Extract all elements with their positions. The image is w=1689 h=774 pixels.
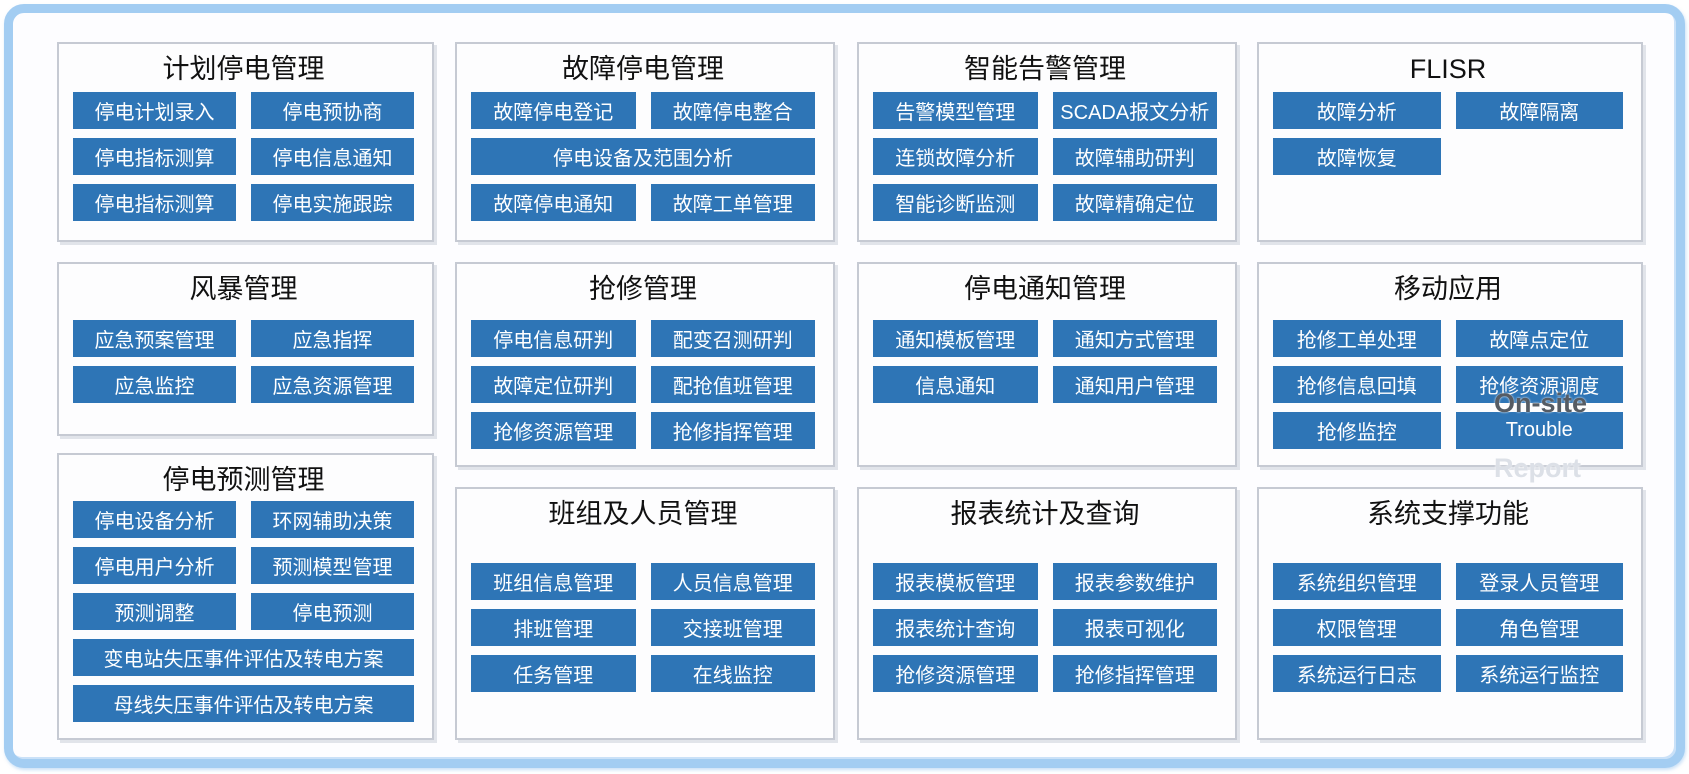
- module-button[interactable]: 预测模型管理: [251, 547, 414, 584]
- module-button[interactable]: 报表统计查询: [873, 609, 1038, 646]
- module-button[interactable]: 应急资源管理: [251, 366, 414, 403]
- module-button[interactable]: 报表模板管理: [873, 563, 1038, 600]
- panel-title: 抢修管理: [589, 274, 697, 304]
- module-button[interactable]: 停电设备分析: [73, 501, 236, 538]
- panel-title: 智能告警管理: [964, 54, 1126, 84]
- module-button[interactable]: 系统组织管理: [1273, 563, 1441, 600]
- module-button[interactable]: 故障停电整合: [650, 92, 815, 129]
- module-button[interactable]: 故障分析: [1273, 92, 1441, 129]
- module-button[interactable]: 告警模型管理: [873, 92, 1038, 129]
- module-button[interactable]: 停电指标测算: [73, 138, 236, 175]
- panel-planned-outage-management: 计划停电管理停电计划录入停电预协商停电指标测算停电信息通知停电指标测算停电实施跟…: [57, 42, 434, 242]
- module-button[interactable]: 故障定位研判: [471, 366, 636, 403]
- module-button[interactable]: 登录人员管理: [1455, 563, 1623, 600]
- panel-title: 计划停电管理: [162, 54, 325, 84]
- module-button[interactable]: 抢修指挥管理: [1052, 655, 1217, 692]
- module-button[interactable]: 停电信息通知: [251, 138, 414, 175]
- module-button[interactable]: 抢修资源管理: [471, 412, 636, 449]
- panel-storm-management: 风暴管理应急预案管理应急指挥应急监控应急资源管理: [57, 262, 434, 436]
- panel-title: 班组及人员管理: [548, 499, 738, 529]
- module-button[interactable]: 母线失压事件评估及转电方案: [73, 685, 414, 722]
- module-button[interactable]: 抢修资源管理: [873, 655, 1038, 692]
- module-button[interactable]: 角色管理: [1455, 609, 1623, 646]
- panel-title: 停电预测管理: [162, 465, 325, 495]
- module-button[interactable]: 报表可视化: [1052, 609, 1217, 646]
- panel-title: 系统支撑功能: [1367, 499, 1529, 529]
- module-button[interactable]: 停电预测: [251, 593, 414, 630]
- module-button[interactable]: 在线监控: [650, 655, 815, 692]
- module-button[interactable]: 应急监控: [73, 366, 236, 403]
- module-button[interactable]: 环网辅助决策: [251, 501, 414, 538]
- module-button[interactable]: 通知用户管理: [1052, 366, 1217, 403]
- panel-mobile-application: 移动应用抢修工单处理故障点定位抢修信息回填抢修资源调度抢修监控 Trouble: [1257, 262, 1643, 467]
- panel-title: FLISR: [1409, 54, 1487, 84]
- module-button[interactable]: 权限管理: [1273, 609, 1441, 646]
- module-button[interactable]: 抢修监控: [1273, 412, 1441, 449]
- module-button[interactable]: 人员信息管理: [650, 563, 815, 600]
- panel-title: 移动应用: [1394, 274, 1502, 304]
- module-button[interactable]: SCADA报文分析: [1052, 92, 1217, 129]
- module-button[interactable]: Trouble: [1455, 412, 1623, 449]
- module-button[interactable]: 停电预协商: [251, 92, 414, 129]
- panel-title: 停电通知管理: [964, 274, 1126, 304]
- module-button[interactable]: 配抢值班管理: [650, 366, 815, 403]
- module-button[interactable]: 应急预案管理: [73, 320, 236, 357]
- module-button[interactable]: 信息通知: [873, 366, 1038, 403]
- module-button[interactable]: 停电计划录入: [73, 92, 236, 129]
- panel-system-support-functions: 系统支撑功能系统组织管理登录人员管理权限管理角色管理系统运行日志系统运行监控: [1257, 487, 1643, 740]
- panel-flisr: FLISR 故障分析故障隔离故障恢复: [1257, 42, 1643, 242]
- panel-team-personnel-management: 班组及人员管理班组信息管理人员信息管理排班管理交接班管理任务管理在线监控: [455, 487, 835, 740]
- module-button[interactable]: 系统运行日志: [1273, 655, 1441, 692]
- module-button[interactable]: 故障停电登记: [471, 92, 636, 129]
- panel-outage-notification-management: 停电通知管理通知模板管理通知方式管理信息通知通知用户管理: [857, 262, 1237, 467]
- panel-title: 风暴管理: [189, 274, 298, 304]
- module-button[interactable]: 系统运行监控: [1455, 655, 1623, 692]
- module-button[interactable]: 停电用户分析: [73, 547, 236, 584]
- module-button[interactable]: 通知方式管理: [1052, 320, 1217, 357]
- module-button[interactable]: 通知模板管理: [873, 320, 1038, 357]
- module-button[interactable]: 排班管理: [471, 609, 636, 646]
- module-button[interactable]: 连锁故障分析: [873, 138, 1038, 175]
- module-button[interactable]: 故障隔离: [1455, 92, 1623, 129]
- panel-report-statistics-query: 报表统计及查询报表模板管理报表参数维护报表统计查询报表可视化抢修资源管理抢修指挥…: [857, 487, 1237, 740]
- module-button[interactable]: 应急指挥: [251, 320, 414, 357]
- panel-outage-forecast-management: 停电预测管理停电设备分析环网辅助决策停电用户分析预测模型管理预测调整停电预测变电…: [57, 453, 434, 740]
- module-button[interactable]: 抢修信息回填: [1273, 366, 1441, 403]
- panel-title: 报表统计及查询: [950, 499, 1140, 529]
- module-button[interactable]: 停电指标测算: [73, 184, 236, 221]
- empty-slot: [1456, 138, 1624, 175]
- module-button[interactable]: 任务管理: [471, 655, 636, 692]
- module-button[interactable]: 预测调整: [73, 593, 236, 630]
- module-button[interactable]: 变电站失压事件评估及转电方案: [73, 639, 414, 676]
- module-button[interactable]: 配变召测研判: [650, 320, 815, 357]
- panel-title: 故障停电管理: [562, 54, 724, 84]
- module-button[interactable]: 智能诊断监测: [873, 184, 1038, 221]
- module-button[interactable]: 抢修资源调度: [1455, 366, 1623, 403]
- module-button[interactable]: 报表参数维护: [1052, 563, 1217, 600]
- panel-repair-management: 抢修管理停电信息研判配变召测研判故障定位研判配抢值班管理抢修资源管理抢修指挥管理: [455, 262, 835, 467]
- panel-fault-outage-management: 故障停电管理故障停电登记故障停电整合停电设备及范围分析故障停电通知故障工单管理: [455, 42, 835, 242]
- module-button[interactable]: 故障点定位: [1455, 320, 1623, 357]
- module-button[interactable]: 停电实施跟踪: [251, 184, 414, 221]
- module-button[interactable]: 交接班管理: [650, 609, 815, 646]
- module-button[interactable]: 抢修指挥管理: [650, 412, 815, 449]
- module-button[interactable]: 故障辅助研判: [1052, 138, 1217, 175]
- module-button[interactable]: 故障恢复: [1273, 138, 1441, 175]
- panel-intelligent-alarm-management: 智能告警管理告警模型管理 SCADA报文分析连锁故障分析故障辅助研判智能诊断监测故…: [857, 42, 1237, 242]
- module-button[interactable]: 停电设备及范围分析: [471, 138, 815, 175]
- module-button[interactable]: 班组信息管理: [471, 563, 636, 600]
- module-button[interactable]: 抢修工单处理: [1273, 320, 1441, 357]
- module-button[interactable]: 故障停电通知: [471, 184, 636, 221]
- module-button[interactable]: 故障工单管理: [650, 184, 815, 221]
- module-button[interactable]: 故障精确定位: [1052, 184, 1217, 221]
- module-button[interactable]: 停电信息研判: [471, 320, 636, 357]
